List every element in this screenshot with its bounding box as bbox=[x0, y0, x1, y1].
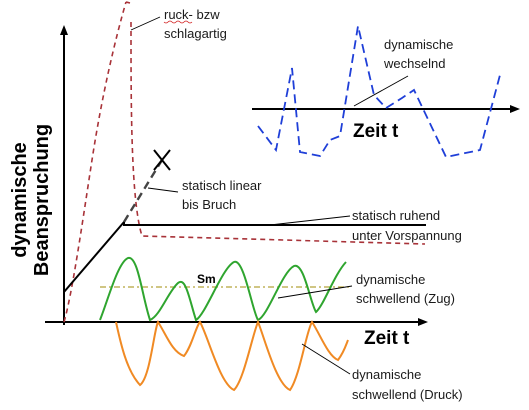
break-x-icon bbox=[153, 149, 171, 171]
wechselnd-curve bbox=[257, 25, 501, 159]
statisch-linear-dashed bbox=[122, 159, 164, 223]
label-statisch-ruhend-line1: statisch ruhend bbox=[352, 208, 440, 223]
leader-statisch-linear bbox=[147, 187, 179, 193]
leader-druck bbox=[301, 343, 351, 375]
zug-curve bbox=[99, 257, 347, 322]
leader-wechselnd bbox=[353, 75, 409, 107]
leader-zug bbox=[277, 285, 353, 299]
label-ruck-line2: schlagartig bbox=[164, 26, 227, 41]
main-x-axis-label: Zeit t bbox=[364, 328, 410, 349]
label-statisch-ruhend-line2: unter Vorspannung bbox=[352, 228, 462, 243]
label-druck-line1: dynamische bbox=[352, 367, 421, 382]
statisch-linear-solid bbox=[63, 221, 125, 293]
label-statisch-linear-line1: statisch linear bbox=[182, 178, 262, 193]
leader-ruck bbox=[130, 16, 161, 31]
statisch-ruhend-line bbox=[123, 222, 426, 226]
label-druck-line2: schwellend (Druck) bbox=[352, 387, 463, 402]
label-wechselnd-line1: dynamische bbox=[384, 37, 453, 52]
druck-curve bbox=[115, 319, 349, 392]
label-sm: Sm bbox=[197, 272, 216, 286]
label-zug-line2: schwellend (Zug) bbox=[356, 291, 455, 306]
y-axis-label-line2: Beanspruchung bbox=[31, 124, 53, 276]
label-wechselnd-line2: wechselnd bbox=[383, 56, 445, 71]
leader-statisch-ruhend bbox=[269, 215, 351, 226]
inset-x-axis-label: Zeit t bbox=[353, 121, 399, 142]
y-axis-label-line1: dynamische bbox=[9, 142, 31, 258]
label-statisch-linear-line2: bis Bruch bbox=[182, 197, 236, 212]
spellcheck-underline bbox=[163, 20, 193, 24]
label-ruck-line1: ruck- bzw bbox=[164, 7, 220, 22]
ruck-curve bbox=[63, 1, 426, 323]
label-zug-line1: dynamische bbox=[356, 272, 425, 287]
